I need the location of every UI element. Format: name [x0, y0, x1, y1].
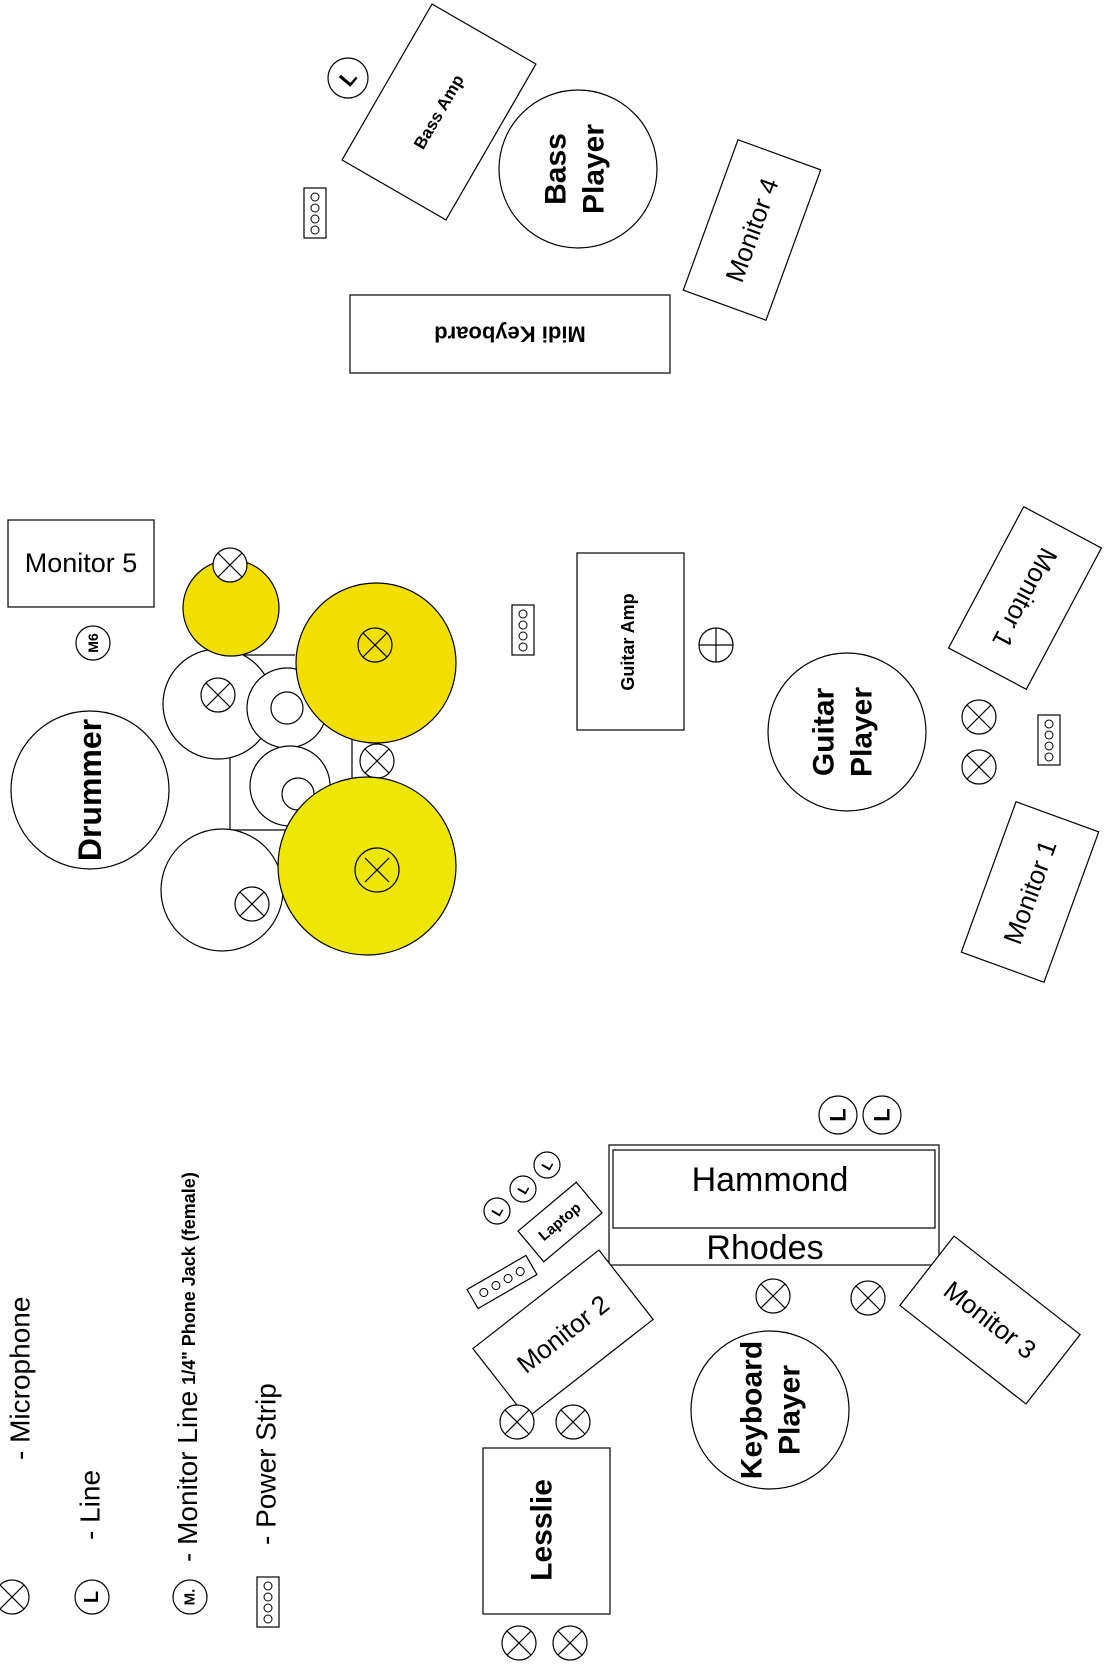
legend-monitor-line-main: - Monitor Line: [172, 1391, 203, 1562]
line-input-glyph: L: [870, 1108, 895, 1121]
line-input-laptop-1: L: [483, 1197, 511, 1225]
mic-icon: [552, 1625, 588, 1661]
legend-monitor-line-icon-glyph: M.: [182, 1589, 199, 1606]
monitor-1-bottom: Monitor 1: [960, 801, 1100, 983]
line-input-laptop-3: L: [533, 1151, 561, 1179]
line-input-hammond-1: L: [818, 1095, 858, 1135]
power-strip-guitar-2: [1037, 714, 1061, 766]
power-strip-guitar: [511, 604, 535, 656]
mic-icon: [499, 1404, 535, 1440]
legend-power-strip-label: - Power Strip: [250, 1383, 281, 1545]
mic-icon: [698, 627, 734, 663]
rhodes-label: Rhodes: [706, 1229, 823, 1267]
guitar-player-label-line1: Guitar: [808, 688, 841, 777]
legend-monitor-line-detail: 1/4" Phone Jack (female): [179, 1172, 199, 1385]
mic-icon: [755, 1278, 791, 1314]
mic-icon: [234, 886, 270, 922]
mic-icon: [354, 847, 400, 893]
cymbal-mid: [295, 582, 457, 744]
hammond-label: Hammond: [692, 1161, 849, 1199]
guitar-amp: Guitar Amp: [576, 552, 685, 731]
power-strip-bass: [303, 187, 327, 239]
mic-icon: [961, 749, 997, 785]
mic-icon: [555, 1404, 591, 1440]
bass-player-label-line1: Bass: [540, 133, 573, 205]
hammond-rhodes-stand: Hammond Rhodes: [608, 1144, 940, 1267]
bass-amp: Bass Amp: [341, 3, 537, 221]
legend-monitor-line-label: - Monitor Line 1/4" Phone Jack (female): [172, 1172, 203, 1562]
drummer-label: Drummer: [72, 719, 108, 861]
legend-microphone-label: - Microphone: [4, 1297, 35, 1460]
mic-icon: [357, 627, 393, 663]
monitor-5-label: Monitor 5: [25, 548, 138, 578]
cymbal-large-fill: [277, 776, 457, 956]
line-input-glyph: L: [826, 1108, 851, 1121]
keyboard-player: Keyboard Player: [690, 1330, 850, 1490]
mic-icon: [501, 1625, 537, 1661]
legend-power-strip-icon: [256, 1576, 280, 1628]
cymbal-large: [277, 776, 457, 956]
cymbal-mid-fill: [295, 582, 457, 744]
mic-icon: [212, 547, 248, 583]
hammond: [612, 1149, 936, 1229]
mic-icon: [200, 677, 236, 713]
bass-player: Bass Player: [498, 89, 658, 249]
power-strip-keys: [466, 1254, 538, 1310]
cymbal-small: [182, 547, 280, 657]
legend-line-label: - Line: [74, 1470, 105, 1540]
monitor-1-top: Monitor 1: [947, 505, 1103, 691]
guitar-amp-label: Guitar Amp: [618, 593, 638, 690]
monitor-5: Monitor 5: [7, 519, 155, 608]
guitar-player-label-line2: Player: [846, 687, 879, 777]
drummer: Drummer: [10, 710, 170, 870]
midi-keyboard-label: Midi Keyboard: [434, 322, 586, 347]
legend: - Microphone L - Line M. - Monitor Line 1…: [0, 1172, 281, 1628]
mic-icon: [961, 699, 997, 735]
legend-microphone-icon: [0, 1579, 30, 1615]
keyboard-player-label-line2: Player: [774, 1365, 807, 1455]
midi-keyboard: Midi Keyboard: [349, 294, 671, 374]
lesslie: Lesslie: [482, 1447, 611, 1615]
line-input-bass: L: [327, 57, 369, 99]
monitor-line-m6: M6: [75, 625, 111, 661]
mic-icon: [850, 1280, 886, 1316]
monitor-line-m6-label: M6: [85, 633, 101, 653]
line-input-hammond-2: L: [862, 1095, 902, 1135]
line-input-laptop-2: L: [509, 1175, 537, 1203]
guitar-player: Guitar Player: [767, 652, 927, 812]
mic-icon: [359, 743, 395, 779]
floor-tom: [160, 828, 284, 952]
keyboard-player-label-line1: Keyboard: [736, 1341, 769, 1479]
legend-line-icon: L: [74, 1579, 110, 1615]
legend-line-icon-glyph: L: [81, 1591, 103, 1603]
lesslie-label: Lesslie: [526, 1479, 559, 1581]
bass-player-label-line2: Player: [578, 124, 611, 214]
legend-monitor-line-icon: M.: [172, 1579, 208, 1615]
monitor-4: Monitor 4: [682, 139, 822, 321]
